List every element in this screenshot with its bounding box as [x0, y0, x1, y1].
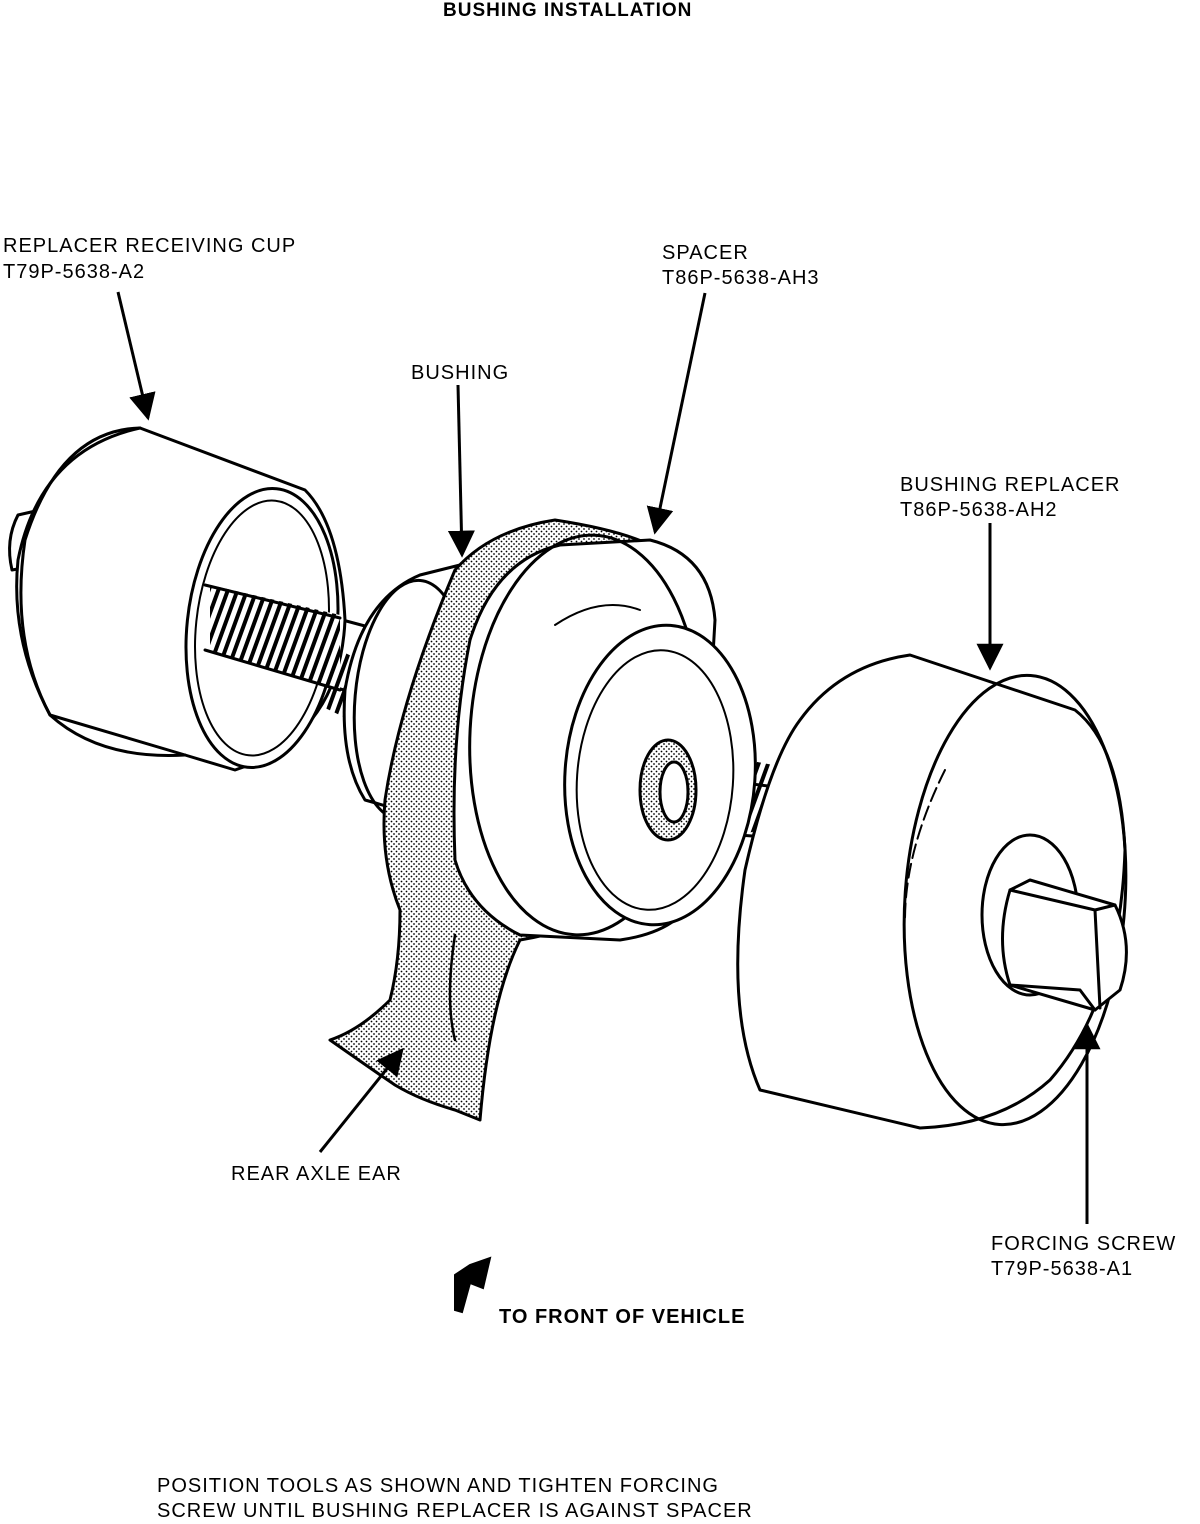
instruction-note-line-1: POSITION TOOLS AS SHOWN AND TIGHTEN FORC… [157, 1475, 719, 1497]
forcing-screw-label: FORCING SCREW [991, 1233, 1177, 1255]
bushing-replacer-part-number: T86P-5638-AH2 [900, 499, 1058, 521]
front-direction-arrow [454, 1256, 492, 1314]
bushing-label: BUSHING [411, 362, 510, 384]
instruction-note-line-2: SCREW UNTIL BUSHING REPLACER IS AGAINST … [157, 1500, 753, 1522]
rear-axle-ear-label: REAR AXLE EAR [231, 1163, 402, 1185]
bushing-replacer-pilot [563, 623, 757, 927]
replacer-receiving-cup [8, 426, 347, 772]
receiving-cup-part-number: T79P-5638-A2 [3, 261, 146, 283]
leader-rear-axle-ear [318, 1047, 404, 1153]
diagram-title: BUSHING INSTALLATION [443, 0, 693, 21]
direction-label: TO FRONT OF VEHICLE [499, 1306, 746, 1328]
leader-bushing [447, 384, 475, 558]
leader-spacer [646, 292, 707, 535]
spacer-part-number: T86P-5638-AH3 [662, 267, 820, 289]
bushing-replacer-label: BUSHING REPLACER [900, 474, 1121, 496]
leader-receiving-cup [116, 291, 156, 421]
forcing-screw-part-number: T79P-5638-A1 [991, 1258, 1134, 1280]
spacer-label: SPACER [662, 242, 749, 264]
bushing-replacer [736, 653, 1128, 1130]
receiving-cup-label: REPLACER RECEIVING CUP [3, 235, 297, 257]
